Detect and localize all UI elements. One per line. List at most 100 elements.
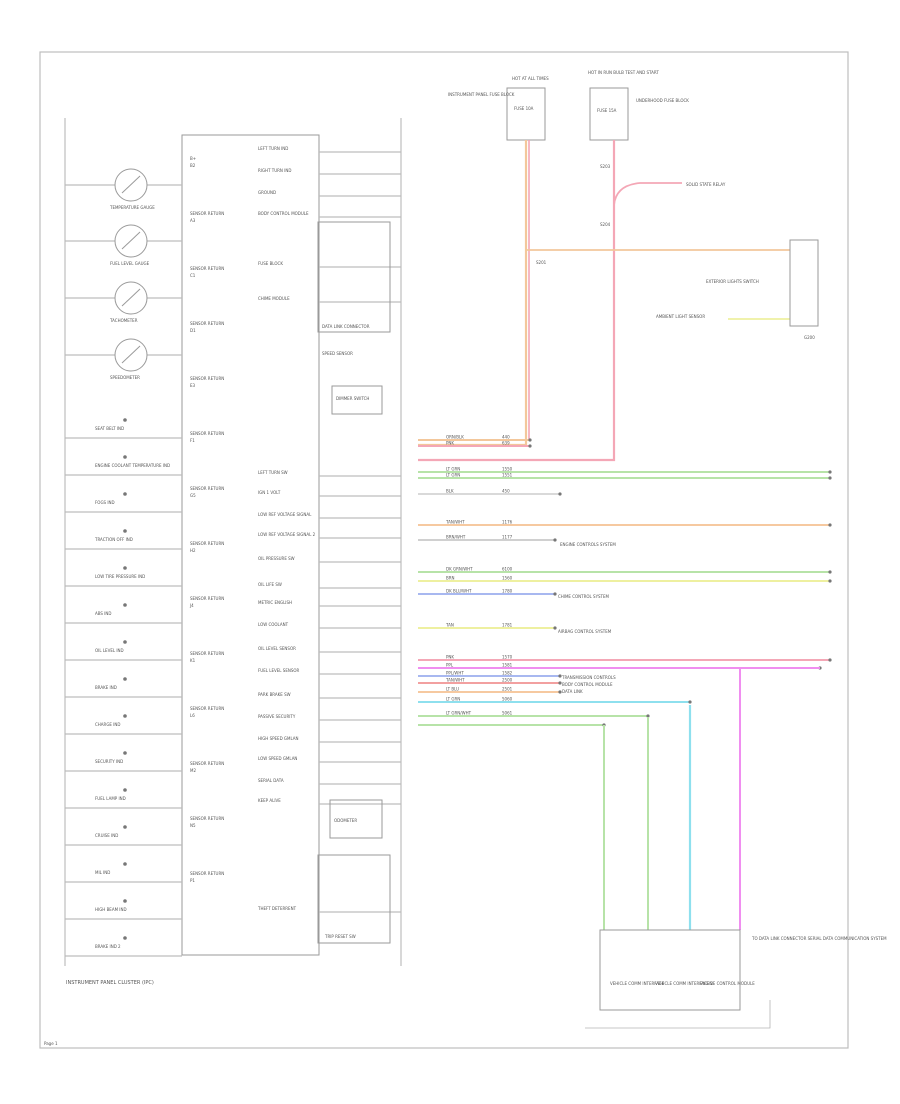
indicator-lamp — [123, 529, 127, 533]
ipc-pin-number: L6 — [190, 713, 195, 718]
wire-color-label: LT GRN — [446, 473, 460, 478]
wire-circuit-number: 1550 — [502, 467, 513, 472]
ipc-left-pin: SENSOR RETURN — [190, 596, 224, 601]
ipc-right-label: LOW COOLANT — [258, 622, 289, 627]
ipc-right-label: LOW REF VOLTAGE SIGNAL — [258, 512, 312, 517]
indicator-lamp — [123, 788, 127, 792]
bottom-module-3-label: ENGINE CONTROL MODULE — [700, 981, 755, 986]
ipc-left-pin: SENSOR RETURN — [190, 211, 224, 216]
bottom-note: TO DATA LINK CONNECTOR SERIAL DATA COMMU… — [751, 936, 887, 941]
speed-sensor-label: SPEED SENSOR — [322, 351, 353, 356]
bottom-module-1-label: VEHICLE COMM INTERFACE — [610, 981, 665, 986]
ipc-pin-number: A3 — [190, 218, 196, 223]
wire-end-terminal — [828, 470, 832, 474]
indicator-lamp — [123, 418, 127, 422]
gauge-needle — [121, 288, 141, 307]
indicator-label: SEAT BELT IND — [95, 426, 124, 431]
ipc-pin-number: K1 — [190, 658, 196, 663]
wire-circuit-number: 1176 — [502, 520, 513, 525]
diagram-frame — [39, 51, 849, 1049]
wire-end-terminal — [553, 592, 557, 596]
ipc-left-pin: SENSOR RETURN — [190, 761, 224, 766]
ipc-right-label: PASSIVE SECURITY — [258, 714, 296, 719]
indicator-lamp — [123, 677, 127, 681]
ipc-pin-number: D1 — [190, 328, 196, 333]
wire-color-label: BLK — [446, 489, 454, 494]
wire-color-label: DK BLU/WHT — [446, 589, 472, 594]
indicator-lamp — [123, 825, 127, 829]
ipc-right-label: KEEP ALIVE — [258, 798, 281, 803]
ipc-right-label: GROUND — [258, 190, 276, 195]
ipc-right-label: OIL LIFE SW — [258, 582, 282, 587]
indicator-label: OIL LEVEL IND — [95, 648, 124, 653]
ipc-right-label: LOW REF VOLTAGE SIGNAL 2 — [258, 532, 316, 537]
wire-color-label: TAN — [445, 623, 454, 628]
fuse-box-2 — [589, 87, 629, 141]
ipc-left-pin: SENSOR RETURN — [190, 651, 224, 656]
ipc-pin-number: C1 — [190, 273, 196, 278]
gauge-needle — [121, 231, 141, 250]
odometer-subbox — [329, 799, 383, 839]
wire-circuit-number: 1780 — [502, 589, 513, 594]
wire-end-terminal — [688, 700, 692, 704]
odometer-label: ODOMETER — [334, 818, 357, 823]
ambient-light-label: AMBIENT LIGHT SENSOR — [656, 314, 705, 319]
wire-end-terminal — [828, 658, 832, 662]
ipc-pin-number: M2 — [190, 768, 196, 773]
ipc-pin-number: F1 — [190, 438, 195, 443]
indicator-lamp — [123, 455, 127, 459]
indicator-label: CRUISE IND — [95, 833, 118, 838]
wire-color-label: ORN/BLK — [446, 435, 464, 440]
indicator-lamp — [123, 492, 127, 496]
wire-end-terminal — [558, 492, 562, 496]
indicator-lamp — [123, 751, 127, 755]
ipc-right-label: FUSE BLOCK — [258, 261, 283, 266]
ipc-pin-number: G5 — [190, 493, 196, 498]
pink-branch-wire — [613, 182, 682, 206]
wire-circuit-number: 2500 — [502, 678, 513, 683]
dest-data-link: DATA LINK — [562, 689, 583, 694]
ipc-pin-number: P1 — [190, 878, 195, 883]
ipc-right-label: IGN 1 VOLT — [258, 490, 281, 495]
ipc-right-label: FUEL LEVEL SENSOR — [258, 668, 300, 673]
magenta-drop-wire — [739, 667, 820, 930]
dest-airbag: AIRBAG CONTROL SYSTEM — [558, 629, 612, 634]
gauge-label: TACHOMETER — [109, 318, 138, 323]
gauge-label: SPEEDOMETER — [110, 375, 140, 380]
bottom-module-box — [599, 929, 741, 1011]
splice-s203: S203 — [600, 164, 611, 169]
ipc-module-box — [181, 134, 320, 956]
wire-color-label: LT GRN — [446, 467, 460, 472]
wire-circuit-number: 450 — [502, 489, 510, 494]
indicator-lamp — [123, 899, 127, 903]
ipc-left-pin: SENSOR RETURN — [190, 871, 224, 876]
wire-color-label: LT GRN/WHT — [446, 711, 472, 716]
indicator-label: FUEL LAMP IND — [95, 796, 126, 801]
wire-end-terminal — [558, 681, 562, 685]
wire-circuit-number: 1177 — [502, 535, 513, 540]
ipc-pin-number: N5 — [190, 823, 196, 828]
indicator-lamp — [123, 640, 127, 644]
wire-color-label: TAN/WHT — [445, 678, 465, 683]
ipc-left-pin: SENSOR RETURN — [190, 486, 224, 491]
splice-s204: S204 — [600, 222, 611, 227]
wire-color-label: PPL — [446, 663, 454, 668]
indicator-lamp — [123, 566, 127, 570]
wire-circuit-number: 1581 — [502, 663, 513, 668]
wire-color-label: TAN/WHT — [445, 520, 465, 525]
gauge-label: FUEL LEVEL GAUGE — [110, 261, 150, 266]
orange-feed-wire — [418, 140, 528, 447]
wire-end-terminal — [828, 570, 832, 574]
ipc-left-pin: SENSOR RETURN — [190, 431, 224, 436]
ipc-right-label: LEFT TURN IND — [258, 146, 288, 151]
fuse-15a-label: FUSE 15A — [597, 108, 617, 113]
indicator-label: MIL IND — [95, 870, 110, 875]
wire-color-label: BRN/WHT — [446, 535, 466, 540]
top-fuse-run-label: HOT IN RUN BULB TEST AND START — [588, 70, 659, 75]
indicator-label: BRAKE IND 2 — [95, 944, 121, 949]
